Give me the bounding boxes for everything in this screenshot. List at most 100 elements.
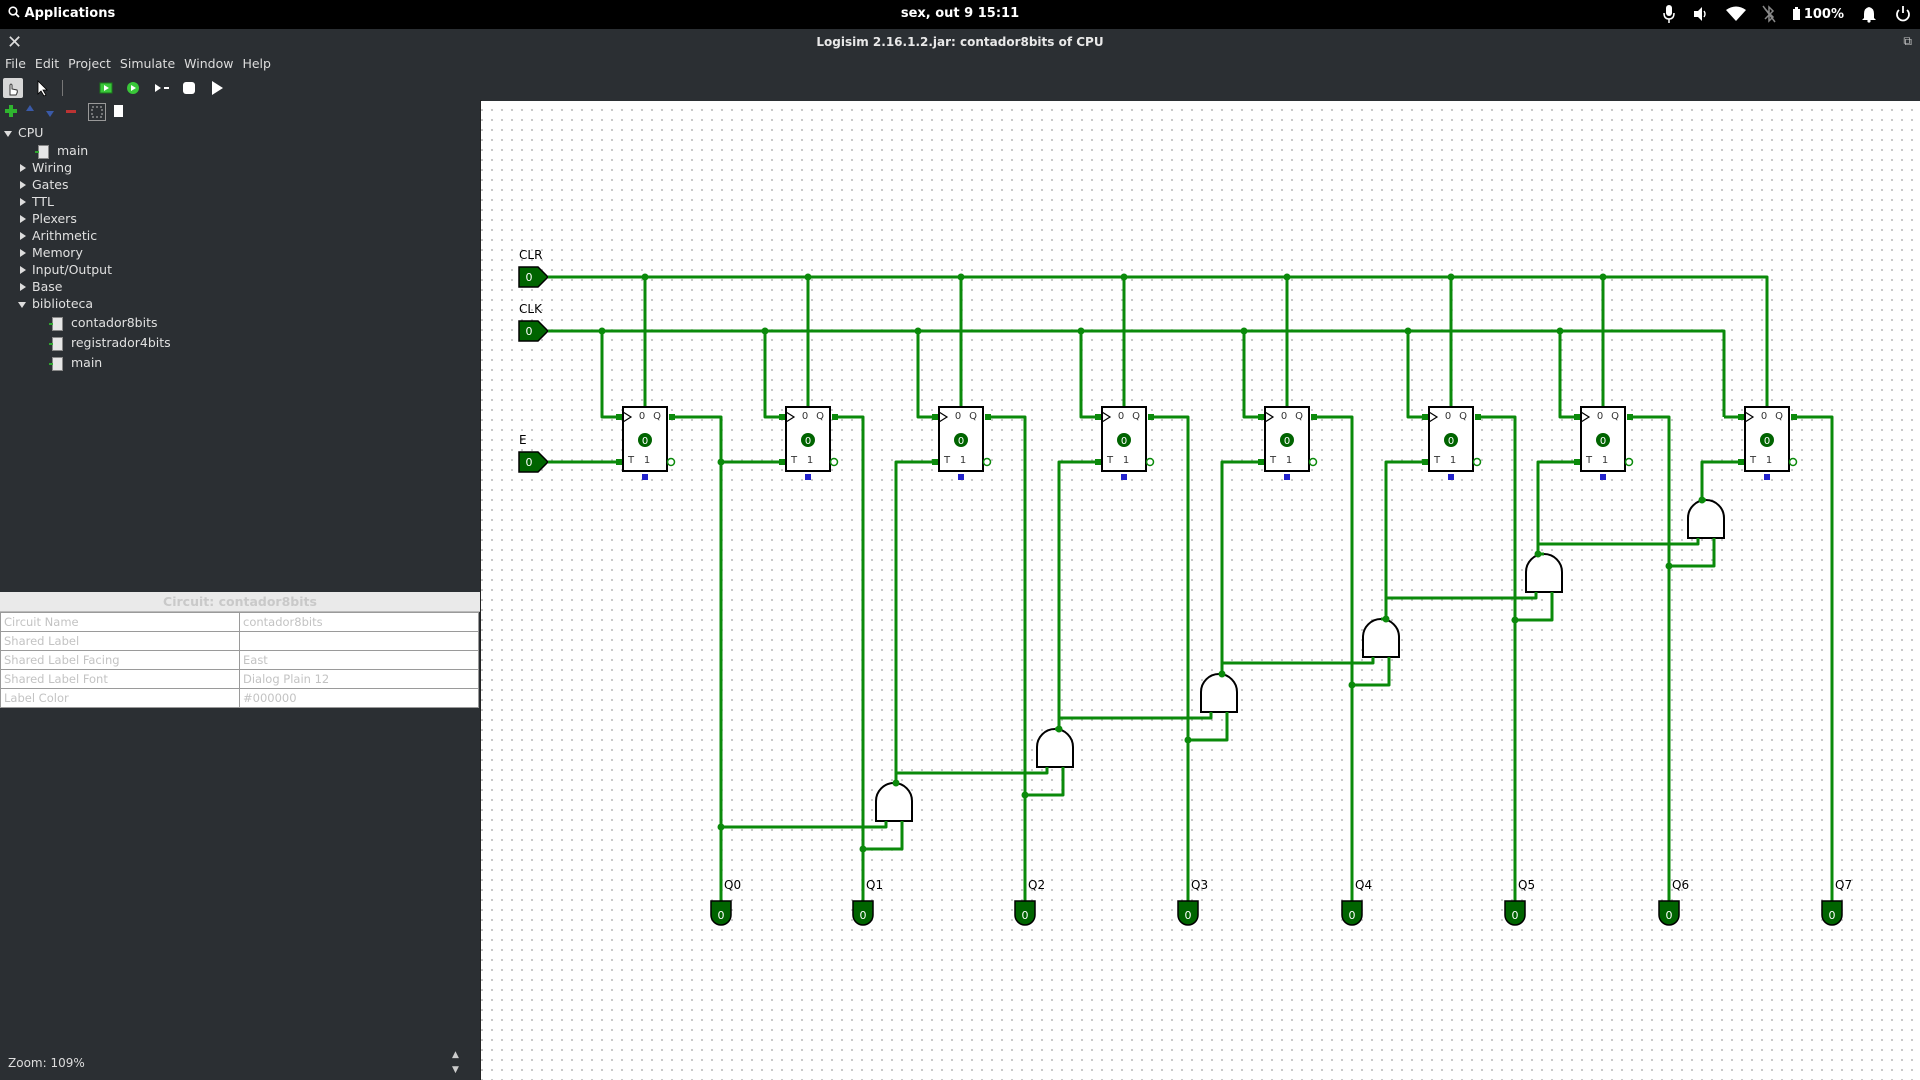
wire[interactable] (916, 331, 939, 419)
and-gate[interactable] (1362, 618, 1400, 658)
q5-output-pin[interactable] (1504, 900, 1526, 926)
wire[interactable] (1151, 415, 1190, 901)
wire[interactable] (1538, 538, 1700, 546)
wire[interactable] (1794, 415, 1834, 901)
q6-output-pin[interactable] (1658, 900, 1680, 926)
play-button[interactable] (208, 79, 226, 97)
wire[interactable] (894, 460, 932, 783)
zoom-in-arrow-icon[interactable]: ▲ (452, 1050, 459, 1060)
wire[interactable] (1384, 460, 1422, 619)
clk-input-pin[interactable] (518, 320, 550, 342)
wire[interactable] (672, 415, 723, 901)
wire[interactable] (1386, 592, 1538, 600)
maximize-icon[interactable]: ⧉ (1903, 34, 1912, 48)
tree-library-input-output[interactable]: Input/Output (20, 261, 112, 278)
attribute-value[interactable]: Dialog Plain 12 (239, 669, 479, 689)
wire[interactable] (1406, 331, 1429, 419)
and-gate[interactable] (1200, 673, 1238, 713)
q2-output-pin[interactable] (1014, 900, 1036, 926)
simulate-enable-button[interactable] (98, 79, 116, 97)
and-gate[interactable] (1687, 499, 1725, 539)
battery-indicator[interactable]: 100% (1792, 7, 1844, 22)
wire[interactable] (1515, 592, 1554, 622)
menu-help[interactable]: Help (242, 56, 271, 71)
q1-output-pin[interactable] (852, 900, 874, 926)
remove-circuit-button[interactable] (64, 103, 82, 121)
tick-once-button[interactable] (153, 79, 171, 97)
and-gate[interactable] (875, 782, 913, 822)
tree-library-plexers[interactable]: Plexers (20, 210, 77, 227)
move-up-button[interactable] (24, 103, 42, 121)
attribute-value[interactable]: contador8bits (239, 612, 479, 632)
step-button[interactable] (124, 79, 142, 97)
table-row[interactable]: Label Color#000000 (0, 688, 479, 708)
menu-file[interactable]: File (5, 56, 26, 71)
wire[interactable] (1558, 331, 1581, 419)
volume-icon[interactable] (1692, 5, 1710, 23)
q3-output-pin[interactable] (1177, 900, 1199, 926)
menu-window[interactable]: Window (184, 56, 234, 71)
tree-library-memory[interactable]: Memory (20, 244, 83, 261)
close-icon[interactable]: ✕ (7, 32, 23, 53)
wire[interactable] (1669, 538, 1716, 568)
clr-input-pin[interactable] (518, 266, 550, 288)
wire[interactable] (1057, 460, 1095, 729)
wire[interactable] (1220, 460, 1258, 674)
tree-biblioteca-contador8bits[interactable]: contador8bits (49, 314, 158, 331)
select-tool-button[interactable] (33, 79, 51, 97)
menu-simulate[interactable]: Simulate (119, 56, 176, 71)
zoom-out-arrow-icon[interactable]: ▼ (452, 1065, 459, 1075)
tree-cpu[interactable]: CPU (4, 124, 43, 141)
stop-button[interactable] (180, 79, 198, 97)
q0-output-pin[interactable] (710, 900, 732, 926)
and-gate[interactable] (1525, 553, 1563, 593)
applications-menu[interactable]: Applications (8, 6, 115, 21)
wire[interactable] (1059, 712, 1213, 720)
wire[interactable] (988, 415, 1027, 901)
edit-layout-button[interactable] (88, 103, 106, 121)
microphone-icon[interactable] (1662, 4, 1676, 24)
tree-library-biblioteca[interactable]: biblioteca (18, 295, 93, 312)
edit-appearance-button[interactable] (111, 103, 129, 121)
wire[interactable] (1242, 331, 1265, 419)
wire[interactable] (721, 821, 888, 829)
wire[interactable] (1079, 331, 1102, 419)
menu-project[interactable]: Project (68, 56, 111, 71)
menu-edit[interactable]: Edit (34, 56, 60, 71)
tree-library-wiring[interactable]: Wiring (20, 159, 72, 176)
wire[interactable] (1188, 712, 1229, 742)
enable-input-pin[interactable] (518, 451, 550, 473)
wire[interactable] (1700, 460, 1738, 500)
text-tool-button[interactable] (68, 79, 86, 97)
tree-library-ttl[interactable]: TTL (20, 193, 54, 210)
poke-tool-button[interactable] (3, 78, 23, 98)
notification-bell-icon[interactable] (1860, 5, 1878, 23)
wire[interactable] (1352, 657, 1391, 687)
attribute-value[interactable]: #000000 (239, 688, 479, 708)
clock[interactable]: sex, out 9 15:11 (900, 6, 1020, 21)
wire[interactable] (1025, 767, 1065, 797)
wire[interactable] (1478, 415, 1517, 901)
wire[interactable] (763, 331, 786, 419)
attribute-value[interactable]: East (239, 650, 479, 670)
attribute-value[interactable] (239, 631, 479, 651)
tree-library-base[interactable]: Base (20, 278, 62, 295)
power-icon[interactable] (1894, 5, 1912, 23)
wire[interactable] (863, 821, 904, 851)
wire[interactable] (1630, 415, 1671, 901)
wire[interactable] (548, 275, 1769, 407)
tree-library-gates[interactable]: Gates (20, 176, 68, 193)
wire[interactable] (600, 331, 623, 419)
tree-library-arithmetic[interactable]: Arithmetic (20, 227, 97, 244)
q4-output-pin[interactable] (1341, 900, 1363, 926)
table-row[interactable]: Shared Label (0, 631, 479, 651)
wire[interactable] (548, 329, 1726, 417)
wire[interactable] (1536, 460, 1574, 554)
bluetooth-off-icon[interactable] (1762, 5, 1776, 23)
q7-output-pin[interactable] (1821, 900, 1843, 926)
